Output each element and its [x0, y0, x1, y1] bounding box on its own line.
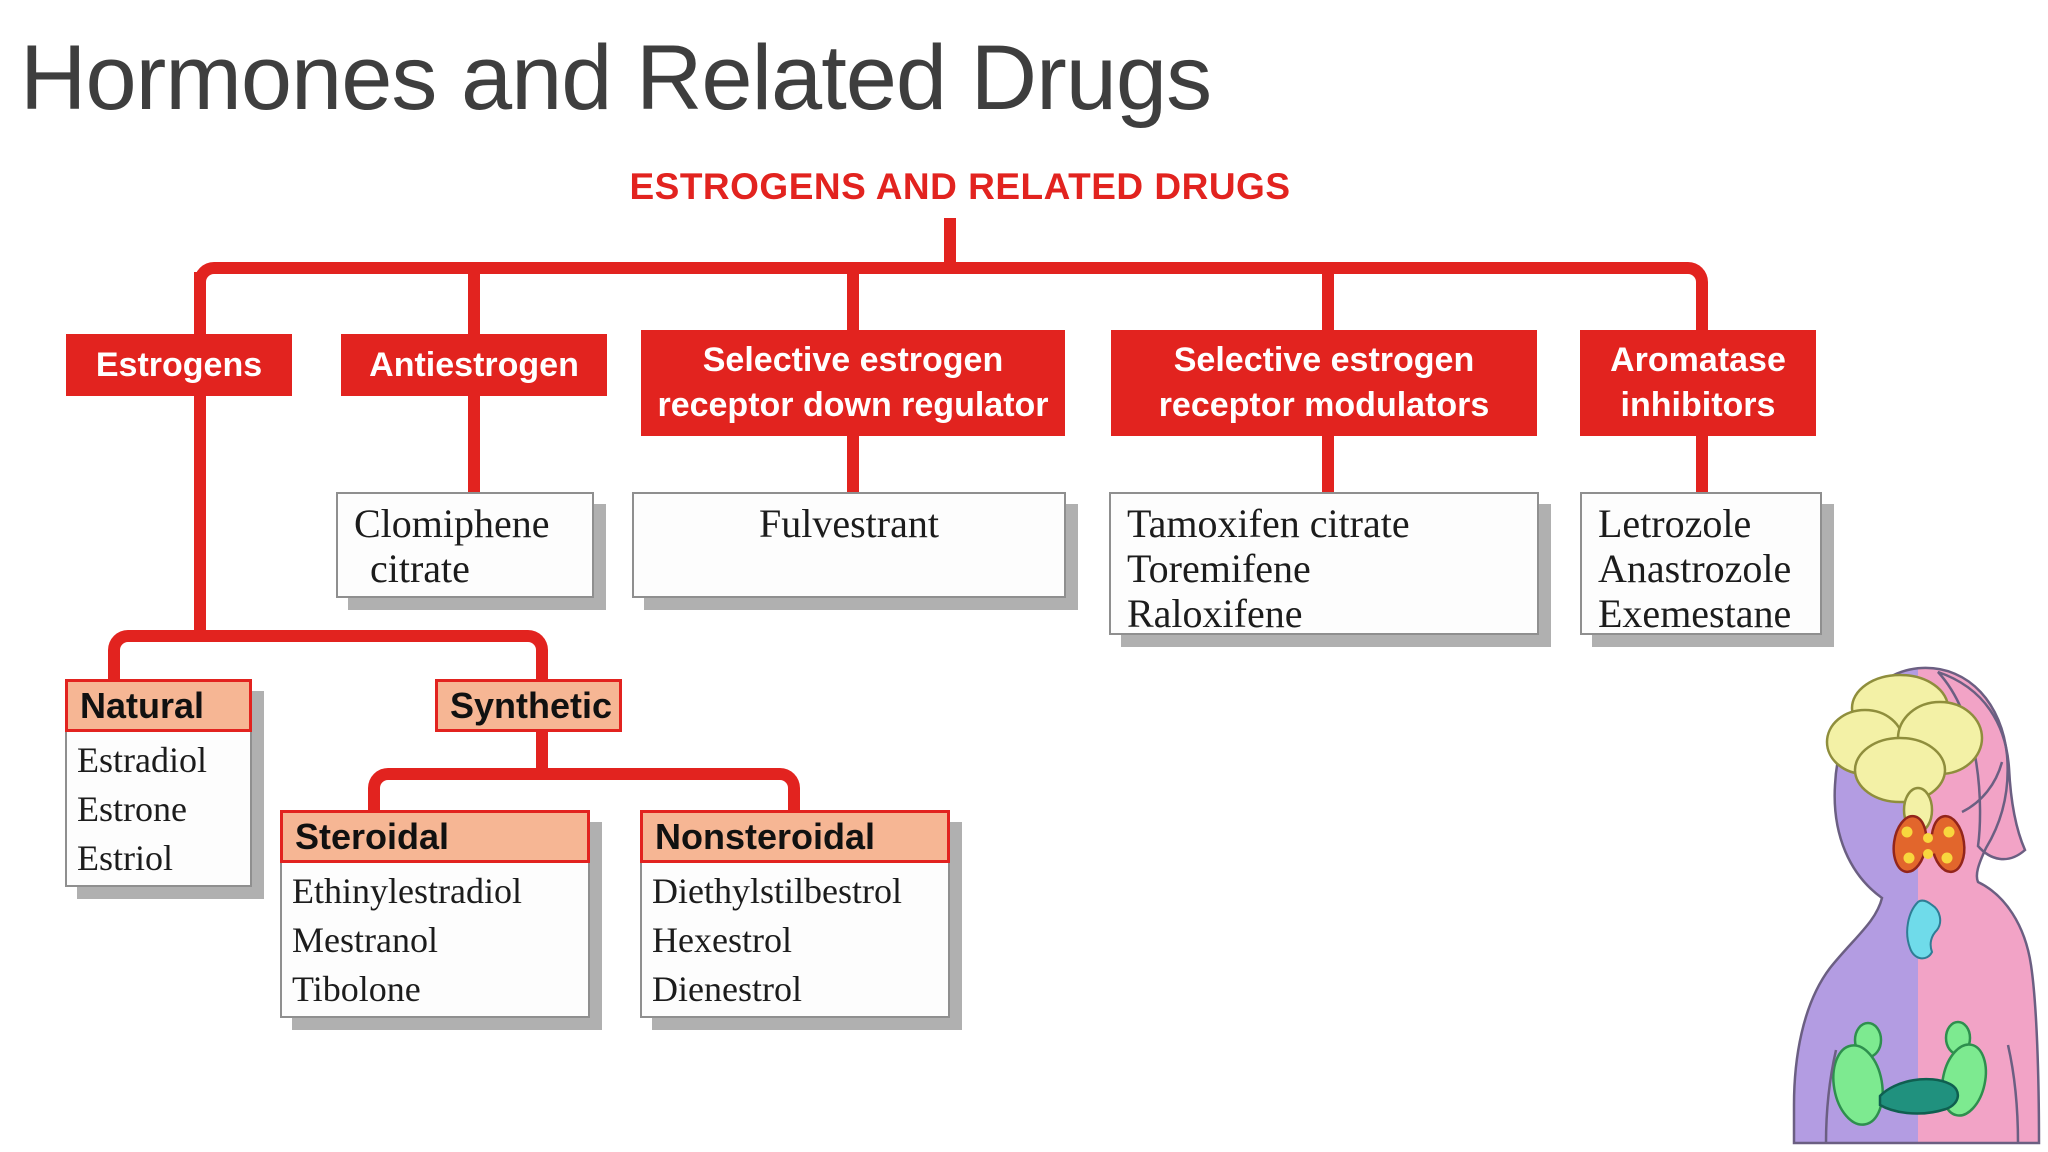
drug-name: Clomiphene	[354, 501, 550, 546]
subtype-drug-list: Ethinylestradiol Mestranol Tibolone	[280, 863, 590, 1018]
category-label-line: receptor modulators	[1158, 386, 1490, 424]
drug-name: Fulvestrant	[759, 501, 939, 546]
category-label-line: Selective estrogen	[1173, 341, 1475, 379]
drug-box-aromatase-drugs: Letrozole Anastrozole Exemestane	[1580, 492, 1822, 636]
subtype-header-nonsteroidal: Nonsteroidal	[640, 810, 950, 863]
connector-steroidal-nonsteroidal-bar	[368, 768, 800, 810]
subtype-drug-list: Estradiol Estrone Estriol	[65, 732, 252, 887]
category-box-serd: Selective estrogen receptor down regulat…	[641, 330, 1065, 436]
connector-natural-synthetic-bar	[108, 630, 548, 679]
drug-name: Ethinylestradiol	[292, 871, 522, 911]
drug-name: Hexestrol	[652, 920, 792, 960]
drug-name: Dienestrol	[652, 969, 802, 1009]
drug-name: citrate	[370, 546, 470, 591]
thymus-illustration	[1906, 899, 1942, 960]
drug-box-fulvestrant: Fulvestrant	[632, 492, 1066, 598]
subtype-header-synthetic: Synthetic	[435, 679, 622, 732]
adrenal-glands-illustration	[1832, 1020, 1988, 1126]
category-box-estrogens: Estrogens	[66, 334, 292, 396]
arm-contour-lines	[1824, 1044, 2020, 1144]
drug-name: Mestranol	[292, 920, 438, 960]
slide-title: Hormones and Related Drugs	[20, 27, 1212, 129]
category-label-line: Selective estrogen	[702, 341, 1004, 379]
subtype-box-steroidal: Steroidal Ethinylestradiol Mestranol Tib…	[280, 810, 590, 1018]
drug-name: Estriol	[77, 838, 173, 878]
drug-name: Tibolone	[292, 969, 421, 1009]
connector-root-stub	[944, 218, 956, 270]
drug-name: Tamoxifen citrate	[1127, 501, 1410, 546]
brain-illustration	[1825, 673, 1984, 834]
endocrine-figure-illustration	[1792, 666, 2041, 1145]
drug-name: Letrozole	[1598, 501, 1752, 546]
subtype-box-natural: Natural Estradiol Estrone Estriol	[65, 679, 252, 887]
drug-box-serm-drugs: Tamoxifen citrate Toremifene Raloxifene	[1109, 492, 1539, 636]
hair-illustration	[1937, 670, 2027, 861]
category-box-serm: Selective estrogen receptor modulators	[1111, 330, 1537, 436]
drug-name: Anastrozole	[1598, 546, 1792, 591]
category-label: Estrogens	[95, 345, 263, 384]
drug-name: Toremifene	[1127, 546, 1311, 591]
subtype-drug-list: Diethylstilbestrol Hexestrol Dienestrol	[640, 863, 950, 1018]
drug-box-clomiphene-citrate: Clomiphene citrate	[336, 492, 594, 598]
subtype-header-natural: Natural	[65, 679, 252, 732]
category-box-aromatase-inhibitors: Aromatase inhibitors	[1580, 330, 1816, 436]
connector-top-bar	[194, 262, 1708, 334]
subtype-box-nonsteroidal: Nonsteroidal Diethylstilbestrol Hexestro…	[640, 810, 950, 1018]
thyroid-illustration	[1892, 814, 1966, 874]
subtype-header-steroidal: Steroidal	[280, 810, 590, 863]
category-box-antiestrogen: Antiestrogen	[341, 334, 607, 396]
drug-name: Diethylstilbestrol	[652, 871, 902, 911]
connector-synthetic-vertical	[536, 726, 548, 774]
category-label-line: Aromatase	[1610, 341, 1786, 379]
diagram-root-heading: ESTROGENS AND RELATED DRUGS	[629, 166, 1291, 207]
drug-name: Exemestane	[1598, 591, 1792, 636]
category-label-line: inhibitors	[1620, 386, 1776, 424]
hair-inner-line	[1961, 761, 2004, 814]
drug-name: Estrone	[77, 789, 187, 829]
drug-name: Estradiol	[77, 740, 207, 780]
pancreas-illustration	[1878, 1077, 1959, 1115]
category-label: Antiestrogen	[369, 345, 579, 384]
category-label-line: receptor down regulator	[657, 386, 1049, 424]
drug-name: Raloxifene	[1127, 591, 1303, 636]
